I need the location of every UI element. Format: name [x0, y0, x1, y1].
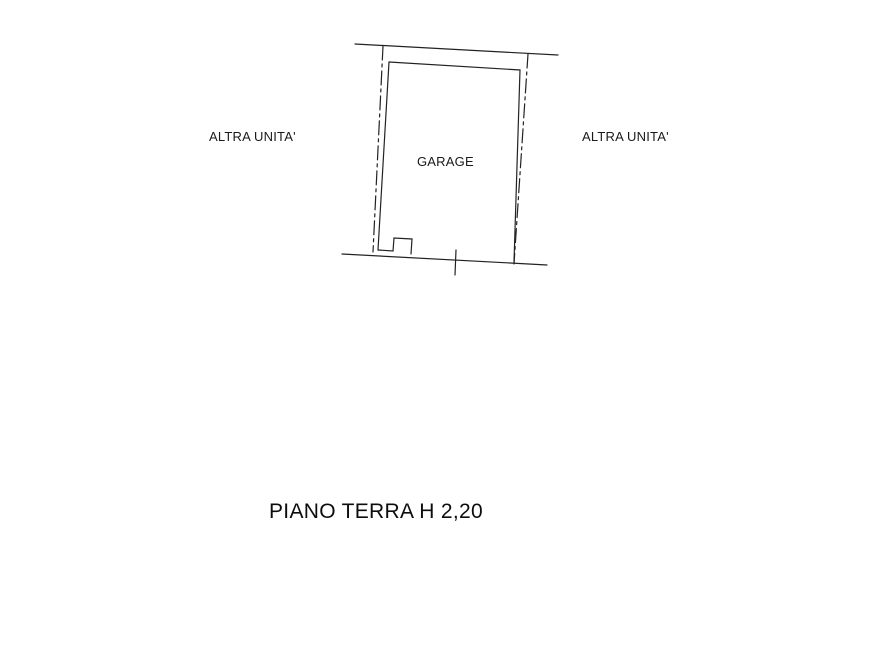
top-boundary-line — [354, 43, 559, 56]
left-outer-edge — [372, 45, 384, 253]
bottom-boundary-line — [341, 253, 548, 266]
room-inner-left-wall — [377, 61, 390, 251]
right-outer-edge — [513, 53, 529, 265]
entrance-tick — [454, 249, 457, 276]
floor-caption: PIANO TERRA H 2,20 — [269, 500, 483, 523]
room-label-garage: GARAGE — [417, 154, 474, 169]
bottom-left-recess — [377, 237, 413, 255]
left-neighbor-label: ALTRA UNITA' — [209, 129, 296, 144]
right-neighbor-label: ALTRA UNITA' — [582, 129, 669, 144]
room-inner-outline — [388, 61, 521, 263]
garage-walls — [341, 43, 559, 276]
